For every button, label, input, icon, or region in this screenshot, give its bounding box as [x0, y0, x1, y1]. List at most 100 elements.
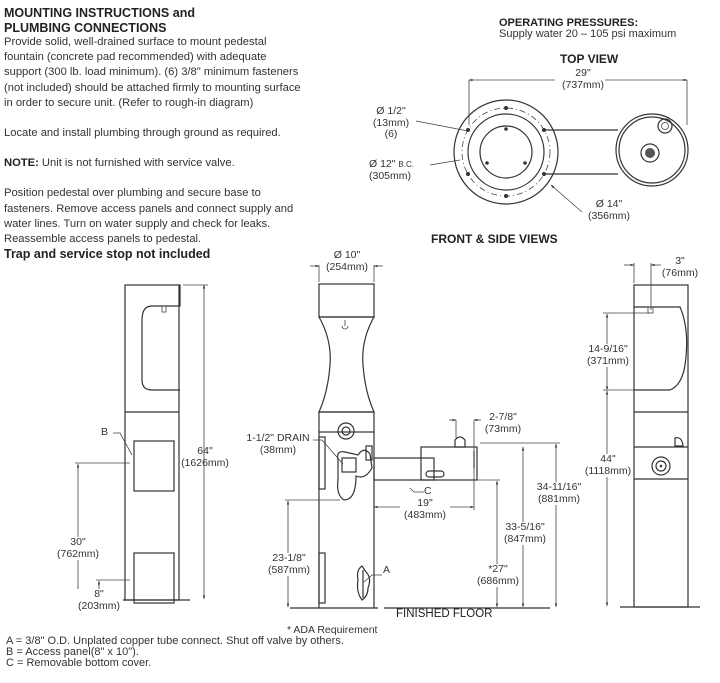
side-port-center	[659, 464, 663, 468]
dim-value-mm: (254mm)	[325, 260, 368, 273]
dim-value-mm: (762mm)	[56, 547, 99, 560]
dim-drain: 1-1/2" DRAIN (38mm)	[238, 432, 318, 456]
access-panel-upper	[133, 440, 175, 492]
dim-height-8: 8" (203mm)	[75, 588, 123, 612]
dim-value-in: 23-1/8"	[272, 552, 306, 564]
dim-value-mm: (686mm)	[476, 574, 519, 587]
dim-value-mm: (847mm)	[503, 532, 546, 545]
filler-nozzle	[341, 320, 349, 330]
dim-value-in-row: Ø 12" B.C.	[369, 158, 431, 171]
dim-value-in: Ø 14"	[595, 198, 623, 210]
bottle-filler-recess	[141, 284, 181, 391]
drain-trap	[337, 449, 373, 501]
bolt-circle	[461, 107, 551, 197]
dim-value-mm: (38mm)	[259, 443, 297, 456]
dim-drain-height: 23-1/8" (587mm)	[266, 552, 312, 576]
dim-value-in: 29"	[575, 67, 591, 79]
dim-filler-height: 14-9/16" (371mm)	[584, 343, 632, 367]
bowl-inner	[618, 116, 686, 184]
side-port-mid	[655, 460, 667, 472]
side-bubbler	[674, 437, 684, 447]
label-c: C	[424, 485, 432, 497]
bubbler-nozzle	[661, 122, 669, 130]
operating-pressures-value: Supply water 20 – 105 psi maximum	[499, 28, 677, 40]
dim-value-mm: (203mm)	[77, 599, 120, 612]
bolt-hole	[466, 172, 470, 176]
dim-side-height: 44" (1118mm)	[584, 453, 632, 477]
dim-arm-length: 19" (483mm)	[400, 497, 450, 521]
dim-value-in: 8"	[94, 588, 104, 600]
leader-a	[363, 574, 382, 583]
supply-valve	[365, 445, 373, 461]
side-panel-upper	[318, 436, 326, 490]
leader-hole	[415, 120, 469, 132]
dim-value-mm: (587mm)	[267, 563, 310, 576]
dim-value-in: 19"	[417, 497, 433, 509]
label-b: B	[101, 426, 109, 438]
leader-base-dia	[550, 184, 583, 213]
side-filler-recess	[634, 306, 688, 391]
dim-value-mm: (76mm)	[661, 266, 699, 279]
dim-value-mm: (356mm)	[587, 209, 630, 222]
dim-value-in: 64"	[197, 445, 213, 457]
bowl-housing	[420, 446, 478, 481]
supply-tube-a	[356, 565, 371, 601]
dim-hole-dia: Ø 1/2" (13mm) (6)	[368, 105, 414, 141]
dim-value-mm: (13mm)	[372, 116, 410, 129]
bolt-hole	[504, 194, 508, 198]
mounting-instructions: MOUNTING INSTRUCTIONS and PLUMBING CONNE…	[4, 6, 304, 261]
dim-spout-height: 33-5/16" (847mm)	[500, 521, 550, 545]
instructions-heading-2: PLUMBING CONNECTIONS	[4, 20, 167, 35]
instructions-para-1: Provide solid, well-drained surface to m…	[4, 36, 301, 109]
dim-pedestal-dia: Ø 10" (254mm)	[322, 249, 372, 273]
dim-side-spout-offset: 3" (76mm)	[660, 255, 700, 279]
dim-qty: (6)	[384, 128, 398, 140]
side-filler-spout	[647, 306, 654, 314]
top-view-title: TOP VIEW	[560, 52, 619, 66]
push-button	[425, 470, 445, 478]
dim-value-mm: (305mm)	[369, 169, 412, 182]
fastener-dot	[523, 161, 527, 165]
instructions-para-2: Locate and install plumbing through grou…	[4, 127, 281, 140]
finished-floor-label: FINISHED FLOOR	[396, 608, 493, 620]
dim-overall-height: 64" (1626mm)	[180, 445, 230, 469]
bubbler-top	[657, 118, 673, 134]
dim-base-dia: Ø 14" (356mm)	[582, 198, 636, 222]
dim-value-mm: (737mm)	[561, 78, 604, 91]
drain-strainer	[645, 148, 655, 158]
fastener-dot	[485, 161, 489, 165]
dim-value-mm: (73mm)	[484, 422, 522, 435]
side-arm-view-drawing	[285, 264, 560, 609]
dim-value-in: 14-9/16"	[588, 343, 628, 355]
side-port-outer	[651, 456, 671, 476]
bowl-outer	[615, 113, 689, 187]
label-a: A	[383, 564, 391, 576]
trap-service-note: Trap and service stop not included	[4, 247, 211, 262]
operating-pressures: OPERATING PRESSURES: Supply water 20 – 1…	[499, 18, 676, 40]
side-panel-lower	[318, 552, 326, 604]
dim-value-in: Ø 12"	[369, 158, 396, 170]
arm-housing	[373, 457, 435, 481]
pedestal-cap	[318, 283, 375, 318]
bolt-hole	[504, 106, 508, 110]
legend-item-b: B = Access panel(8" x 10").	[6, 646, 139, 658]
front-view-drawing	[75, 284, 208, 604]
dim-value-in: 1-1/2" DRAIN	[246, 432, 310, 444]
drain-ring	[640, 143, 660, 163]
bolt-hole	[466, 128, 470, 132]
instructions-heading-1: MOUNTING INSTRUCTIONS and	[4, 6, 195, 20]
dim-value-mm: (483mm)	[403, 508, 446, 521]
dim-value-mm: (1118mm)	[584, 464, 632, 477]
bubbler	[454, 436, 466, 448]
filler-spout	[161, 305, 167, 313]
fastener-dot	[504, 127, 508, 131]
pedestal-outline	[467, 113, 545, 191]
legend-item-c: C = Removable bottom cover.	[6, 657, 152, 669]
instructions-para-3: Position pedestal over plumbing and secu…	[4, 187, 294, 246]
front-side-views-title: FRONT & SIDE VIEWS	[431, 232, 558, 246]
instructions-note: NOTE: Unit is not furnished with service…	[4, 156, 304, 171]
dim-value-in: *27"	[488, 563, 508, 575]
ada-note: * ADA Requirement	[287, 624, 378, 636]
bc-suffix: B.C.	[398, 160, 414, 169]
access-panel-lower	[133, 552, 175, 604]
